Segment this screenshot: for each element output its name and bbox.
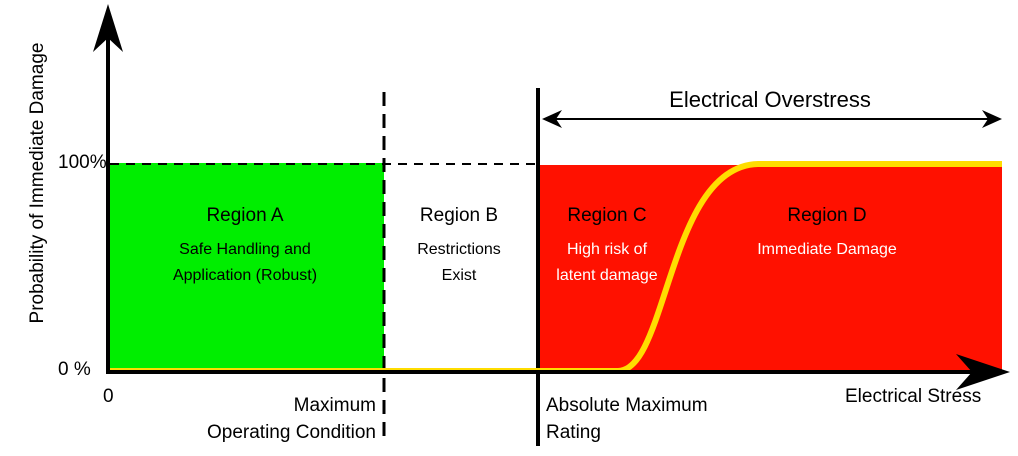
x-axis-label: Electrical Stress <box>845 386 982 407</box>
y-axis-label: Probability of Immediate Damage <box>27 42 48 324</box>
region-a-desc-1: Safe Handling and <box>179 241 311 258</box>
region-c-title: Region C <box>567 205 647 226</box>
max-operating-label-1: Maximum <box>293 395 376 416</box>
tick-0-label: 0 % <box>58 359 91 380</box>
y-axis-arrow <box>93 4 123 52</box>
overstress-label: Electrical Overstress <box>669 87 871 112</box>
region-a-title: Region A <box>206 205 284 226</box>
damage-curve <box>110 161 1002 374</box>
overstress-arrow-right <box>982 110 1002 128</box>
x-axis-arrow <box>956 354 1010 390</box>
max-operating-label-2: Operating Condition <box>207 422 376 443</box>
region-d-title: Region D <box>787 205 867 226</box>
region-b-title: Region B <box>419 205 499 226</box>
region-cd-fill <box>538 165 1002 371</box>
abs-max-label-1: Absolute Maximum <box>546 395 708 416</box>
x-origin-label: 0 <box>103 386 114 407</box>
region-c-desc-2: latent damage <box>556 267 658 284</box>
region-c-desc-1: High risk of <box>566 241 648 258</box>
region-d-desc-1: Immediate Damage <box>757 241 897 258</box>
abs-max-label-2: Rating <box>546 422 601 443</box>
tick-100-label: 100% <box>58 152 107 173</box>
region-a-desc-2: Application (Robust) <box>172 267 318 284</box>
region-b-desc-2: Exist <box>441 267 477 284</box>
region-b-desc-1: Restrictions <box>417 241 501 258</box>
region-a-fill <box>110 163 384 371</box>
overstress-arrow-left <box>542 110 562 128</box>
